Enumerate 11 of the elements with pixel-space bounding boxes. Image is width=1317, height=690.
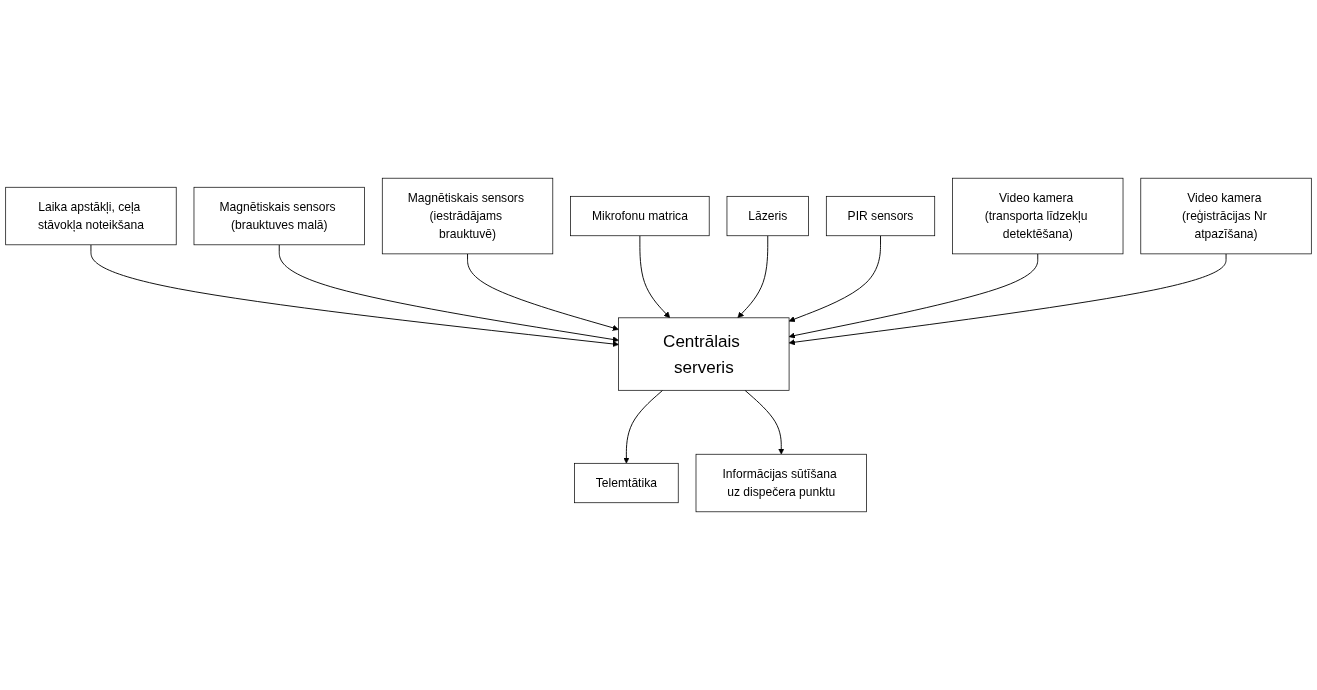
node-box: Laika apstākļi, ceļa stāvokļa noteikšana bbox=[5, 186, 177, 246]
node-box: Lāzeris bbox=[726, 195, 809, 237]
node-box: Mikrofonu matrica bbox=[570, 195, 710, 237]
node-box: Telemtātika bbox=[574, 462, 679, 504]
node-box: Centrālais serveris bbox=[618, 317, 790, 391]
node-box: Video kamera (reģistrācijas Nr atpazīšana) bbox=[1140, 177, 1312, 255]
node-box: Magnētiskais sensors (iestrādājams brauktuvē) bbox=[381, 177, 554, 255]
node-box: Informācijas sūtīšana uz dispečera punktu bbox=[695, 453, 867, 513]
node-box: Video kamera (transporta līdzekļu detektēšana) bbox=[952, 177, 1124, 255]
node-box: PIR sensors bbox=[825, 195, 936, 237]
node-box: Magnētiskais sensors (brauktuves malā) bbox=[193, 186, 365, 246]
